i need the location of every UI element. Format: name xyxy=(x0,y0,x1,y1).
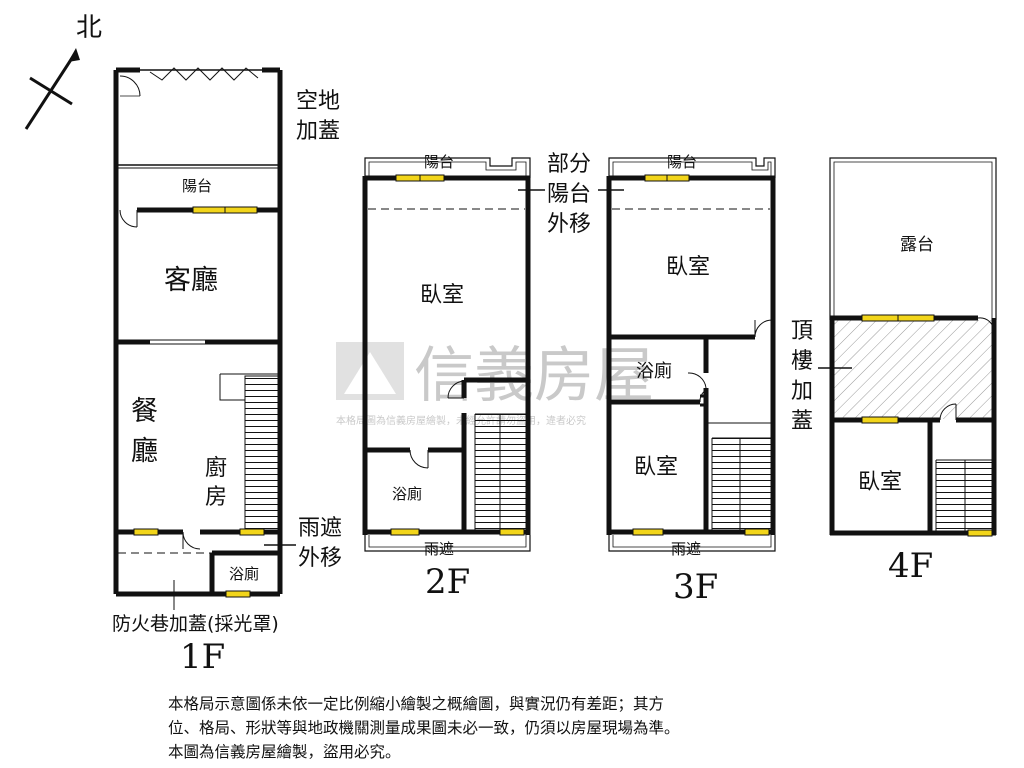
awning-3f: 雨遮 xyxy=(671,540,701,558)
floor-4f-windows xyxy=(861,314,993,537)
bedroom-3f-top: 臥室 xyxy=(666,255,710,280)
kitchen-label-1: 廚 xyxy=(205,456,227,481)
floor-4f xyxy=(829,157,997,536)
balcony-note-2: 陽台 xyxy=(547,182,591,207)
floor-4f-title: 4F xyxy=(888,546,933,586)
watermark-notice: 本格局圖為信義房屋繪製，未經允許請勿盜用，違者必究 xyxy=(336,414,586,427)
rooftop-note-4: 蓋 xyxy=(791,409,813,434)
floor-2f-title: 2F xyxy=(425,562,470,602)
dining-label-2: 廳 xyxy=(131,436,158,467)
balcony-moved-note: 部分 陽台 外移 xyxy=(518,152,624,237)
north-compass: 北 xyxy=(24,13,102,130)
bedroom-4f: 臥室 xyxy=(858,470,902,495)
floor-2f xyxy=(362,157,531,552)
rooftop-note-1: 頂 xyxy=(791,319,813,344)
rooftop-note-3: 加 xyxy=(791,379,813,404)
awning-note-2: 外移 xyxy=(298,546,342,571)
balcony-note-3: 外移 xyxy=(547,212,591,237)
floor-3f-title: 3F xyxy=(673,567,718,607)
living-room: 客廳 xyxy=(164,265,218,296)
floor-2f-labels: 陽台 臥室 浴廁 雨遮 2F xyxy=(392,153,470,602)
floor-2f-windows xyxy=(390,174,525,536)
dining-label-1: 餐 xyxy=(131,396,158,427)
awning-note-1: 雨遮 xyxy=(298,516,342,541)
firelane-note: 防火巷加蓋(採光罩) xyxy=(112,613,279,635)
balcony-3f: 陽台 xyxy=(667,153,697,171)
disclaimer-line-3: 本圖為信義房屋繪製，盜用必究。 xyxy=(168,743,401,761)
watermark-logo xyxy=(336,342,404,400)
floor-3f xyxy=(606,157,776,552)
bath-3f: 浴廁 xyxy=(636,360,672,382)
balcony-1f: 陽台 xyxy=(182,177,212,195)
floor-1f-windows xyxy=(133,206,265,598)
balcony-2f: 陽台 xyxy=(424,153,454,171)
kitchen-label-2: 房 xyxy=(205,485,227,510)
balcony-note-1: 部分 xyxy=(547,152,591,177)
floor-1f xyxy=(113,67,283,597)
rooftop-note-2: 樓 xyxy=(791,349,813,374)
terrace-4f: 露台 xyxy=(900,235,934,255)
disclaimer: 本格局示意圖係未依一定比例縮小繪製之概繪圖，與實況仍有差距；其方 位、格局、形狀… xyxy=(168,692,868,764)
floor-1f-title: 1F xyxy=(180,637,225,677)
bath-1f: 浴廁 xyxy=(229,565,259,583)
yard-label-1: 空地 xyxy=(296,89,340,114)
disclaimer-line-1: 本格局示意圖係未依一定比例縮小繪製之概繪圖，與實況仍有差距；其方 xyxy=(168,695,665,713)
disclaimer-line-2: 位、格局、形狀等與地政機關測量成果圖未必一致，仍須以房屋現場為準。 xyxy=(168,719,680,737)
floor-4f-labels: 露台 頂 樓 加 蓋 臥室 4F xyxy=(791,235,934,586)
bath-2f: 浴廁 xyxy=(392,485,422,503)
floor-3f-labels: 陽台 臥室 浴廁 臥室 雨遮 3F xyxy=(634,153,718,607)
north-label: 北 xyxy=(76,13,102,43)
floor-1f-labels: 空地 加蓋 陽台 客廳 餐 廳 廚 房 浴廁 雨遮 外移 防火巷加蓋(採光罩) … xyxy=(112,89,342,677)
watermark-brand: 信義房屋 xyxy=(414,341,654,411)
bedroom-3f-bottom: 臥室 xyxy=(634,455,678,480)
yard-label-2: 加蓋 xyxy=(296,119,340,144)
awning-2f: 雨遮 xyxy=(424,540,454,558)
bedroom-2f: 臥室 xyxy=(420,283,464,308)
floor-3f-windows xyxy=(632,174,770,536)
